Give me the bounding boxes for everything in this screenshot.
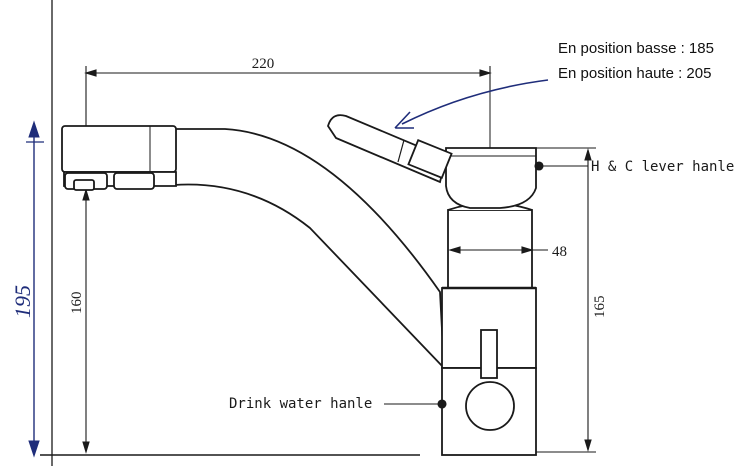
drink-water-callout-dot — [437, 399, 447, 409]
spout-arm — [173, 128, 446, 371]
drink-lever-stem — [480, 329, 498, 379]
lever-grip-line — [397, 139, 405, 163]
spout-height-arrow-bottom — [82, 441, 90, 454]
body-width-arrow-right — [521, 246, 534, 254]
reach-label: 220 — [252, 56, 275, 72]
lever-height-dimension — [536, 147, 596, 453]
hc-lever-assembly — [327, 114, 537, 209]
reach-dimension — [84, 66, 492, 130]
handwritten-height-dimension — [26, 120, 44, 458]
body-width-label: 48 — [552, 244, 567, 260]
reach-arrow-right — [479, 69, 492, 77]
spout-height-dimension — [82, 188, 90, 454]
handwritten-195-label: 195 — [10, 285, 35, 318]
faucet-body — [441, 202, 537, 456]
spout-height-label: 160 — [69, 292, 85, 315]
body-width-dimension — [448, 246, 548, 254]
lever-collar — [407, 139, 453, 179]
drink-water-label: Drink water hanle — [229, 396, 372, 412]
blue-annotation-arrow — [394, 79, 549, 129]
lever-height-arrow-top — [584, 148, 592, 161]
lever-height-arrow-bottom — [584, 439, 592, 452]
annotation-arrow-curve — [401, 79, 549, 125]
cartridge-body — [445, 147, 537, 209]
note-low-position: En position basse : 185 — [558, 40, 714, 57]
reference-lines — [40, 0, 491, 466]
drink-water-knob — [465, 381, 515, 431]
hc-lever-callout-dot — [534, 161, 544, 171]
body-upper-cylinder — [447, 209, 533, 289]
spout-height-arrow-top — [82, 188, 90, 201]
lever-height-label: 165 — [592, 296, 608, 319]
drink-water-callout — [384, 399, 447, 409]
spout-head — [61, 125, 177, 191]
note-high-position: En position haute : 205 — [558, 65, 712, 82]
hc-lever-label: H & C lever hanle — [591, 159, 734, 175]
hc-lever-callout — [534, 161, 588, 171]
handwritten-arrow-bottom — [28, 440, 40, 458]
spout-head-body — [61, 125, 177, 173]
outlet-right — [113, 172, 155, 190]
reach-arrow-left — [84, 69, 97, 77]
annotation-arrow-head — [394, 111, 414, 129]
handwritten-arrow-top — [28, 120, 40, 138]
body-width-arrow-left — [448, 246, 461, 254]
outlet-left-nozzle — [73, 179, 95, 191]
